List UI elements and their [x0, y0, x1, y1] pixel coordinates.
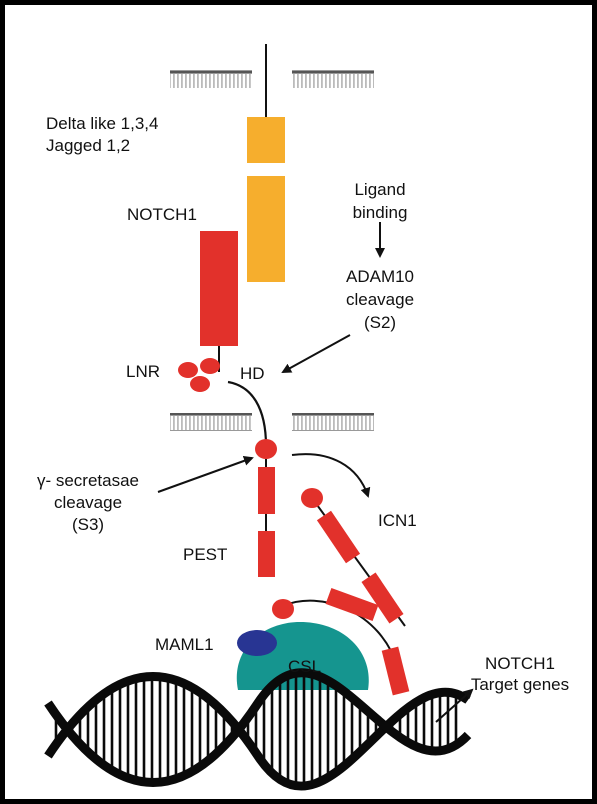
upper-membrane	[170, 70, 374, 88]
transmembrane-tether	[227, 380, 268, 447]
adam10-label-line1: ADAM10	[345, 267, 415, 286]
intracellular-segment	[258, 467, 275, 514]
icn1-head	[301, 488, 323, 508]
target-genes-arrow	[435, 688, 474, 723]
target-genes-label-line2: Target genes	[470, 675, 570, 694]
dna-strand-1	[44, 672, 471, 791]
nuclear-icn1-segment-2	[381, 646, 410, 696]
maml1-protein	[237, 630, 277, 656]
csl-label: CSL	[288, 657, 322, 676]
nuclear-icn1-segment-1	[325, 587, 379, 622]
lnr-label: LNR	[126, 362, 161, 381]
s3-cleavage-site	[255, 439, 277, 459]
notch1-label: NOTCH1	[127, 205, 197, 224]
ligands-label-line1: Delta like 1,3,4	[46, 114, 159, 133]
gamma-secretase-arrow	[157, 456, 254, 493]
ligand-domain-upper	[247, 117, 285, 163]
notch1-extracellular-domain	[200, 231, 238, 346]
pest-label: PEST	[183, 545, 228, 564]
lower-membrane-right	[292, 413, 374, 431]
adam10-arrow	[281, 334, 351, 373]
adam10-label-line3: (S2)	[363, 313, 397, 332]
dna-double-helix	[44, 668, 472, 791]
gamma-secretase-label-line3: (S3)	[71, 515, 105, 534]
upper-membrane-left	[170, 70, 252, 88]
adam10-label-line2: cleavage	[345, 290, 415, 309]
icn1-segment-1	[316, 510, 361, 564]
upper-membrane-right	[292, 70, 374, 88]
gamma-secretase-label-line2: cleavage	[53, 493, 123, 512]
ligand-domain-lower	[247, 176, 285, 282]
icn1-release-arrow	[291, 453, 371, 498]
lnr-domain-2	[200, 358, 220, 374]
maml1-label: MAML1	[155, 635, 214, 654]
nuclear-icn1-head	[272, 599, 294, 619]
lower-membrane	[170, 413, 374, 431]
gamma-secretase-label-line1: γ- secretasae	[36, 471, 140, 490]
dna-base-pairs	[54, 672, 458, 786]
pest-segment	[258, 531, 275, 577]
ligand-binding-label-line1: Ligand	[354, 180, 406, 199]
icn1-label: ICN1	[378, 511, 417, 530]
hd-label: HD	[240, 364, 265, 383]
ligand-binding-label-line2: binding	[352, 203, 408, 222]
ligands-label-line2: Jagged 1,2	[46, 136, 131, 155]
lower-membrane-left	[170, 413, 252, 431]
icn1-segment-2	[361, 572, 404, 624]
target-genes-label-line1: NOTCH1	[485, 654, 555, 673]
lnr-domain-1	[178, 362, 198, 378]
lnr-domain-3	[190, 376, 210, 392]
